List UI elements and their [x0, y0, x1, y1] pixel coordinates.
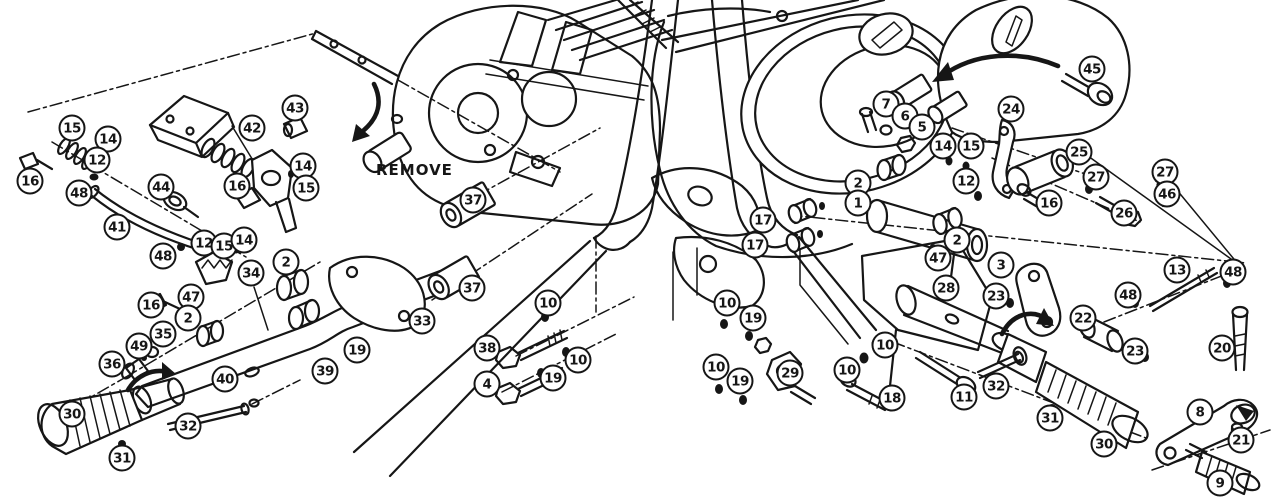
callout-14: 14	[929, 132, 957, 160]
annotation-arrows	[125, 53, 1061, 393]
callout-10: 10	[534, 289, 562, 317]
callout-8: 8	[1186, 398, 1214, 426]
callout-48: 48	[149, 242, 177, 270]
callout-1: 1	[844, 189, 872, 217]
callout-14: 14	[230, 226, 258, 254]
callout-28: 28	[932, 274, 960, 302]
callout-31: 31	[1036, 404, 1064, 432]
callout-48: 48	[1114, 281, 1142, 309]
callout-16: 16	[223, 172, 251, 200]
callout-46: 46	[1153, 180, 1181, 208]
callout-12: 12	[952, 167, 980, 195]
callout-48: 48	[65, 179, 93, 207]
callout-30: 30	[1090, 430, 1118, 458]
callout-19: 19	[343, 336, 371, 364]
callout-4: 4	[473, 370, 501, 398]
callout-17: 17	[741, 231, 769, 259]
callout-13: 13	[1163, 256, 1191, 284]
callout-39: 39	[311, 357, 339, 385]
callout-43: 43	[281, 94, 309, 122]
callout-32: 32	[174, 412, 202, 440]
callout-16: 16	[137, 291, 165, 319]
callout-29: 29	[776, 359, 804, 387]
callout-3: 3	[987, 251, 1015, 279]
leader-lines	[231, 125, 1239, 345]
callout-40: 40	[211, 365, 239, 393]
callout-2: 2	[272, 248, 300, 276]
callout-49: 49	[125, 332, 153, 360]
remove-arrow	[361, 81, 381, 133]
callout-34: 34	[237, 259, 265, 287]
callout-45: 45	[1078, 55, 1106, 83]
callout-16: 16	[16, 167, 44, 195]
callout-20: 20	[1208, 334, 1236, 362]
callout-37: 37	[459, 186, 487, 214]
parts-right	[715, 72, 1261, 496]
callout-9: 9	[1206, 469, 1234, 497]
remove-annotation: REMOVE	[376, 161, 453, 179]
callout-48: 48	[1219, 258, 1247, 286]
callout-23: 23	[1121, 337, 1149, 365]
callout-2: 2	[174, 304, 202, 332]
callout-19: 19	[539, 364, 567, 392]
callout-24: 24	[997, 95, 1025, 123]
callout-36: 36	[98, 350, 126, 378]
callout-38: 38	[473, 334, 501, 362]
callout-19: 19	[726, 367, 754, 395]
callout-10: 10	[702, 353, 730, 381]
callout-10: 10	[871, 331, 899, 359]
callout-10: 10	[564, 346, 592, 374]
callout-17: 17	[749, 206, 777, 234]
callout-42: 42	[238, 114, 266, 142]
callout-23: 23	[982, 282, 1010, 310]
callout-16: 16	[1035, 189, 1063, 217]
callout-10: 10	[833, 356, 861, 384]
callout-19: 19	[739, 304, 767, 332]
callout-33: 33	[408, 307, 436, 335]
callout-12: 12	[83, 146, 111, 174]
callout-30: 30	[58, 400, 86, 428]
callout-15: 15	[957, 132, 985, 160]
callout-10: 10	[713, 289, 741, 317]
callout-15: 15	[58, 114, 86, 142]
callout-22: 22	[1069, 304, 1097, 332]
callout-37: 37	[458, 274, 486, 302]
callout-5: 5	[908, 113, 936, 141]
install-arrow	[939, 53, 1061, 79]
callout-18: 18	[878, 384, 906, 412]
callout-15: 15	[292, 174, 320, 202]
callout-21: 21	[1227, 426, 1255, 454]
callout-47: 47	[924, 244, 952, 272]
callout-31: 31	[108, 444, 136, 472]
callout-11: 11	[950, 383, 978, 411]
callout-25: 25	[1065, 138, 1093, 166]
callout-27: 27	[1082, 163, 1110, 191]
callout-44: 44	[147, 173, 175, 201]
callout-26: 26	[1110, 199, 1138, 227]
callout-35: 35	[149, 320, 177, 348]
callout-32: 32	[982, 372, 1010, 400]
parts-left	[18, 94, 570, 456]
callout-41: 41	[103, 213, 131, 241]
engine-left	[391, 0, 680, 226]
